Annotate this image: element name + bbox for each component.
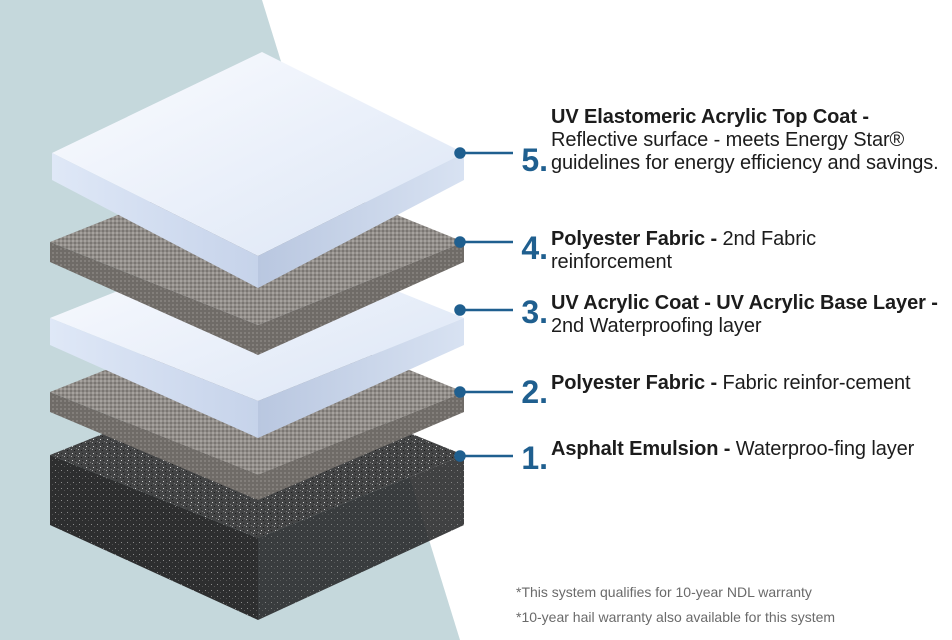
- layer-2-title: Polyester Fabric -: [551, 372, 718, 394]
- layer-4-title: Polyester Fabric -: [551, 228, 718, 250]
- layer-2-number: 2.: [521, 374, 548, 410]
- layer-3-number: 3.: [521, 294, 548, 330]
- layer-5-description: Reflective surface - meets Energy Star® …: [551, 129, 939, 174]
- layer-1-description: Waterproo-fing layer: [735, 438, 915, 460]
- label-layer-4: 4. Polyester Fabric - 2nd Fabric reinfor…: [512, 228, 942, 274]
- layer-3-title: UV Acrylic Coat - UV Acrylic Base Layer …: [551, 292, 938, 314]
- callout-lines: [454, 147, 513, 462]
- layer-2-text: Polyester Fabric - Fabric reinfor-cement: [551, 372, 911, 395]
- layer-1-text: Asphalt Emulsion - Waterproo-fing layer: [551, 438, 914, 461]
- label-layer-5: 5. UV Elastomeric Acrylic Top Coat - Ref…: [512, 106, 942, 176]
- layer-3-text: UV Acrylic Coat - UV Acrylic Base Layer …: [551, 292, 942, 338]
- layer-1-title: Asphalt Emulsion -: [551, 438, 731, 460]
- layer-5-title: UV Elastomeric Acrylic Top Coat -: [551, 106, 869, 128]
- label-layer-3: 3. UV Acrylic Coat - UV Acrylic Base Lay…: [512, 292, 942, 338]
- layer-5-text: UV Elastomeric Acrylic Top Coat - Reflec…: [551, 106, 942, 175]
- layer-4-number: 4.: [521, 230, 548, 266]
- layer-5-topcoat: [52, 52, 464, 288]
- layer-1-number: 1.: [521, 440, 548, 476]
- layer-3-description: 2nd Waterproofing layer: [551, 315, 762, 337]
- label-layer-2: 2. Polyester Fabric - Fabric reinfor-cem…: [512, 372, 942, 408]
- footnote-hail-warranty: *10-year hail warranty also available fo…: [516, 609, 836, 625]
- layer-2-description: Fabric reinfor-cement: [722, 372, 911, 394]
- layer-4-text: Polyester Fabric - 2nd Fabric reinforcem…: [551, 228, 942, 274]
- footnote-ndl-warranty: *This system qualifies for 10-year NDL w…: [516, 584, 812, 600]
- layer-5-number: 5.: [521, 142, 548, 178]
- label-layer-1: 1. Asphalt Emulsion - Waterproo-fing lay…: [512, 438, 942, 474]
- layer-4-description: 2nd Fabric reinforcement: [551, 228, 817, 273]
